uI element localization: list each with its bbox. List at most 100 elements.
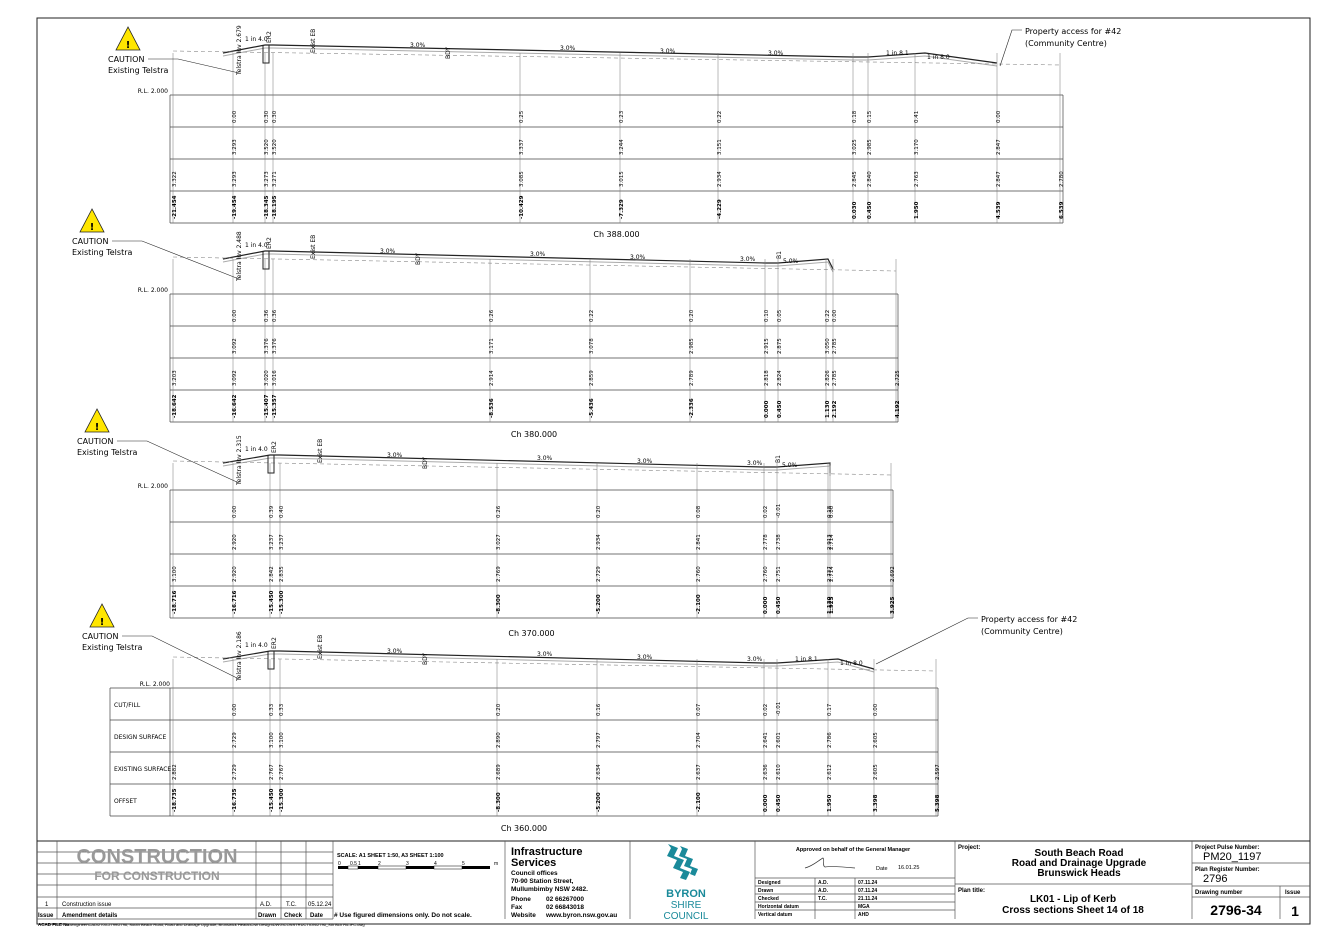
- drawing-number: 2796-34: [1210, 902, 1262, 918]
- table-cell-existing: 2.725: [895, 370, 901, 386]
- slope-label: 1 in 4.0: [245, 36, 268, 43]
- table-cell-cutfill: -0.01: [776, 702, 782, 716]
- web-label: Website: [511, 912, 536, 919]
- table-cell-cutfill: 0.02: [763, 704, 769, 716]
- table-cell-design: 3.170: [914, 139, 920, 155]
- table-cell-design: 3.520: [264, 139, 270, 155]
- table-cell-cutfill: 0.39: [269, 505, 275, 518]
- er2-label: ER2: [266, 237, 273, 249]
- grade-label: 3.0%: [387, 648, 403, 655]
- table-cell-cutfill: 0.41: [914, 111, 920, 123]
- table-cell-design: 2.786: [827, 732, 833, 748]
- table-cell-existing: 2.634: [596, 764, 602, 780]
- kerb: [262, 45, 270, 64]
- er2-label: ER2: [271, 441, 278, 453]
- slope-label: 1 in 4.0: [245, 446, 268, 453]
- table-cell-cutfill: 0.25: [519, 110, 525, 123]
- header-date: Date: [310, 913, 324, 919]
- table-cell-offsets: 3.925: [890, 596, 896, 614]
- table-cell-design: 3.025: [852, 139, 858, 155]
- warning-icon: [115, 26, 141, 51]
- table-cell-cutfill: 0.00: [996, 110, 1002, 123]
- table-cell-offsets: 0.450: [776, 596, 782, 614]
- bdy-label: BDY: [422, 653, 429, 665]
- grade-label: 3.0%: [660, 48, 676, 55]
- slope-label: 1 in 8.0: [927, 54, 950, 61]
- caution-title: CAUTION: [108, 55, 144, 64]
- svg-text:!: !: [90, 222, 95, 233]
- table-cell-cutfill: 0.00: [232, 505, 238, 518]
- scale-bar: [338, 865, 490, 870]
- table-cell-offsets: -8.300: [496, 594, 502, 614]
- table-cell-offsets: 3.398: [873, 794, 879, 812]
- table-cell-offsets: -10.429: [519, 195, 525, 219]
- logo-byron: BYRON: [666, 888, 706, 900]
- project-line-1: South Beach Road: [1035, 848, 1124, 859]
- table-cell-design: 2.847: [996, 139, 1002, 155]
- header-check: Check: [284, 913, 303, 919]
- table-cell-offsets: 4.539: [996, 201, 1002, 219]
- table-cell-design: 2.729: [232, 732, 238, 748]
- scale-number: 0.5: [350, 861, 357, 867]
- table-cell-existing: 2.610: [776, 764, 782, 780]
- fax-label: Fax: [511, 904, 523, 911]
- table-cell-design: 3.337: [519, 139, 525, 155]
- row-label: EXISTING SURFACE: [114, 766, 171, 773]
- table-cell-existing: 3.085: [519, 171, 525, 187]
- table-cell-design: 2.778: [763, 534, 769, 550]
- table-cell-design: 3.237: [279, 534, 285, 550]
- table-cell-existing: 2.597: [935, 764, 941, 780]
- issue-drawn: A.D.: [260, 902, 272, 908]
- telstra-inv-label: Telstra Inv 2.186: [236, 631, 243, 682]
- svg-text:!: !: [100, 617, 105, 628]
- table-cell-cutfill: 0.15: [867, 110, 873, 123]
- signoff-cell: Drawn: [758, 888, 773, 894]
- table-cell-cutfill: 0.22: [589, 310, 595, 322]
- table-cell-design: 2.890: [496, 732, 502, 748]
- scale-number: 4: [434, 861, 437, 867]
- signoff-cell: 21.11.24: [858, 896, 877, 902]
- register-label: Plan Register Number:: [1195, 867, 1260, 873]
- approval-date-label: Date: [876, 866, 888, 872]
- issue-desc: Construction issue: [62, 902, 112, 908]
- caution-subtitle: Existing Telstra: [72, 248, 132, 257]
- chainage-label: Ch 388.000: [593, 230, 639, 239]
- table-cell-design: 2.985: [867, 139, 873, 155]
- table-cell-existing: 2.751: [776, 566, 782, 582]
- table-cell-existing: 3.015: [619, 171, 625, 187]
- table-cell-design: 2.915: [764, 338, 770, 354]
- table-cell-existing: 3.273: [264, 171, 270, 187]
- table-cell-offsets: 0.450: [867, 201, 873, 219]
- table-cell-offsets: -18.735: [172, 788, 178, 812]
- warning-icon: [84, 408, 110, 433]
- table-cell-existing: 2.818: [764, 370, 770, 386]
- rl-label: R.L. 2.000: [140, 681, 170, 688]
- table-cell-design: 3.092: [232, 338, 238, 354]
- project-label: Project:: [958, 845, 980, 851]
- svg-text:(Community Centre): (Community Centre): [981, 627, 1063, 636]
- table-cell-design: 2.985: [689, 338, 695, 354]
- grade-label: 3.0%: [410, 42, 426, 49]
- table-cell-existing: 2.882: [172, 764, 178, 780]
- table-cell-cutfill: 0.20: [689, 309, 695, 322]
- table-cell-offsets: 5.398: [935, 794, 941, 812]
- existing-surface-line: [172, 460, 892, 476]
- signoff-cell: A.D.: [818, 888, 829, 894]
- table-cell-existing: 3.271: [272, 171, 278, 187]
- issue-number: 1: [45, 902, 49, 908]
- table-cell-existing: 3.092: [232, 370, 238, 386]
- header-issue: Issue: [38, 913, 54, 919]
- table-cell-cutfill: 0.16: [596, 703, 602, 716]
- plan-title-2: Cross sections Sheet 14 of 18: [1002, 905, 1144, 916]
- table-cell-offsets: 1.925: [829, 596, 835, 614]
- table-cell-design: 2.605: [873, 732, 879, 748]
- table-cell-existing: 2.920: [232, 566, 238, 582]
- table-cell-offsets: 2.192: [832, 400, 838, 418]
- row-label: DESIGN SURFACE: [114, 734, 166, 741]
- signoff-cell: A.D.: [818, 880, 829, 886]
- table-cell-cutfill: 0.00: [873, 703, 879, 716]
- stamp-construction: CONSTRUCTION: [76, 846, 237, 868]
- table-cell-offsets: -8.300: [496, 792, 502, 812]
- table-cell-existing: 2.692: [890, 566, 896, 582]
- table-cell-offsets: 1.950: [827, 794, 833, 812]
